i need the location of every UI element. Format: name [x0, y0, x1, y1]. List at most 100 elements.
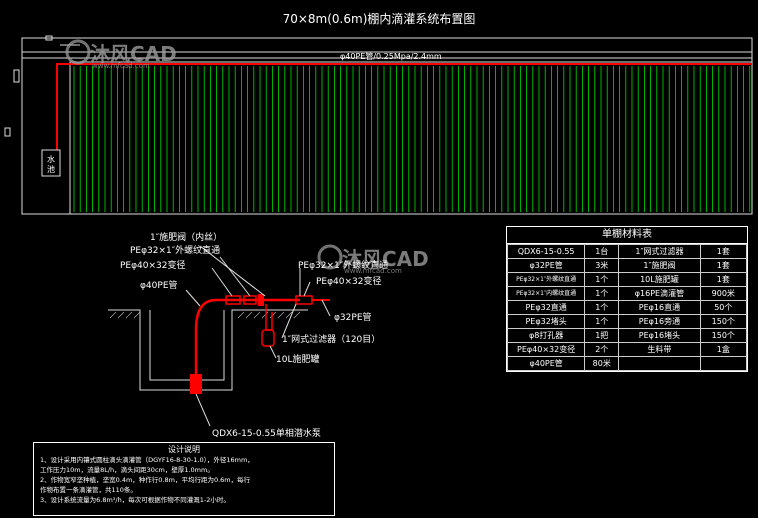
materials-cell: PEφ16直通 — [618, 300, 701, 315]
ground-line — [108, 309, 308, 391]
drip-lines — [73, 66, 751, 212]
reducer-right-label: PEφ32×1″外螺纹直通 — [298, 261, 389, 271]
hatch-line — [261, 311, 269, 319]
materials-cell: 1套 — [699, 258, 748, 273]
fertilizer-tank — [261, 329, 275, 347]
leader-line — [303, 281, 311, 297]
filter-label: 1″网式过滤器（120目） — [282, 335, 381, 345]
hatch-line — [277, 311, 285, 319]
materials-cell: PEφ32堵头 — [506, 314, 586, 329]
pipe40-label: φ40PE管 — [140, 281, 178, 291]
plan-view — [4, 35, 753, 215]
materials-cell: PEφ16旁通 — [618, 314, 701, 329]
leader-line — [281, 303, 297, 339]
watermark-url: www.mfcad.com — [92, 62, 150, 70]
reducer-right-label: PEφ40×32变径 — [316, 277, 382, 287]
materials-cell: φ8打孔器 — [506, 328, 586, 343]
materials-cell: 1套 — [699, 244, 748, 259]
materials-cell: 1″网式过滤器 — [618, 244, 701, 259]
pipe32-label: φ32PE管 — [334, 313, 372, 323]
tank-label: 水 — [47, 155, 55, 164]
hatch-line — [125, 311, 133, 319]
watermark-text: 沐风CAD — [342, 247, 429, 271]
materials-cell: 1把 — [584, 328, 620, 343]
materials-cell: 1套 — [699, 272, 748, 287]
hatch-line — [285, 311, 293, 319]
watermark-text: 沐风CAD — [90, 42, 177, 66]
watermark-url: www.mfcad.com — [344, 267, 402, 275]
design-notes: 设计说明 1、设计采用内镶式圆柱滴头滴灌管（DGYF16-8-30-1.0），外… — [33, 442, 335, 516]
materials-cell: PEφ32×1″内螺纹直通 — [506, 286, 586, 301]
water-tank — [41, 149, 61, 177]
materials-cell: 1盒 — [699, 342, 748, 357]
hatch-line — [269, 311, 277, 319]
reducer-fitting — [225, 295, 241, 305]
leader-line — [199, 245, 266, 297]
hatch-line — [117, 311, 125, 319]
pump-body — [190, 374, 202, 394]
materials-cell: 1″施肥阀 — [618, 258, 701, 273]
hatch-line — [237, 311, 245, 319]
logo-ring-icon — [317, 244, 343, 270]
supply-pipe-detail — [194, 298, 300, 378]
materials-cell: 150个 — [699, 328, 748, 343]
materials-cell — [699, 356, 748, 371]
valve-label: 1″施肥阀（内丝） — [150, 233, 223, 243]
materials-cell: 900米 — [699, 286, 748, 301]
materials-cell: 生料带 — [618, 342, 701, 357]
materials-cell: QDX6-15-0.55 — [506, 244, 586, 259]
materials-cell: 1个 — [584, 286, 620, 301]
materials-cell: 1个 — [584, 314, 620, 329]
fertilizer-tank-label: 10L施肥罐 — [276, 355, 320, 365]
pump-label: QDX6-15-0.55单相潜水泵 — [212, 429, 321, 439]
notes-line: 工作压力10m，流量8L/h，滴头间距30cm，壁厚1.0mm。 — [40, 466, 214, 474]
watermark-logo — [65, 39, 343, 270]
notes-line: 2、作物宽窄垄种植，垄宽0.4m，种作行0.8m，平均行距为0.6m，每行 — [40, 476, 251, 484]
materials-cell: φ16PE滴灌管 — [618, 286, 701, 301]
adapter-label: PEφ32×1″外螺纹直通 — [130, 246, 221, 256]
leader-line — [219, 256, 251, 297]
pit-wall — [149, 310, 225, 381]
field-outline — [69, 61, 753, 215]
notes-title: 设计说明 — [168, 445, 200, 454]
hatch-line — [133, 311, 141, 319]
hatch-line — [245, 311, 253, 319]
materials-cell: 1个 — [584, 272, 620, 287]
materials-cell: PEφ40×32变径 — [506, 342, 586, 357]
ground-hatching — [109, 311, 301, 319]
logo-ring-icon — [65, 39, 91, 65]
side-marker — [13, 69, 20, 83]
hatch-line — [293, 311, 301, 319]
leader-line — [211, 267, 233, 297]
materials-cell: 10L施肥罐 — [618, 272, 701, 287]
materials-cell: 1台 — [584, 244, 620, 259]
materials-cell: 80米 — [584, 356, 620, 371]
materials-cell: PEφ32直通 — [506, 300, 586, 315]
materials-cell: 1个 — [584, 300, 620, 315]
materials-cell: PEφ32×1″外螺纹直通 — [506, 272, 586, 287]
materials-cell: φ40PE管 — [506, 356, 586, 371]
detail-view — [108, 245, 331, 427]
reducer-label: PEφ40×32变径 — [120, 261, 186, 271]
notes-line: 1、设计采用内镶式圆柱滴头滴灌管（DGYF16-8-30-1.0），外径16mm… — [40, 456, 254, 464]
materials-cell: 50个 — [699, 300, 748, 315]
notes-line: 3、设计系统流量为6.8m³/h，每次可根据作物不同灌溉1-2小时。 — [40, 496, 230, 504]
tank-label: 池 — [47, 165, 55, 174]
hatch-line — [253, 311, 261, 319]
materials-cell: 150个 — [699, 314, 748, 329]
materials-cell: φ32PE管 — [506, 258, 586, 273]
leader-line — [321, 299, 331, 317]
materials-cell: 2个 — [584, 342, 620, 357]
notes-line: 作物布置一条滴灌管，共110条。 — [40, 486, 137, 494]
main-pipe-label: φ40PE管/0.25Mpa/2.4mm — [340, 52, 442, 61]
